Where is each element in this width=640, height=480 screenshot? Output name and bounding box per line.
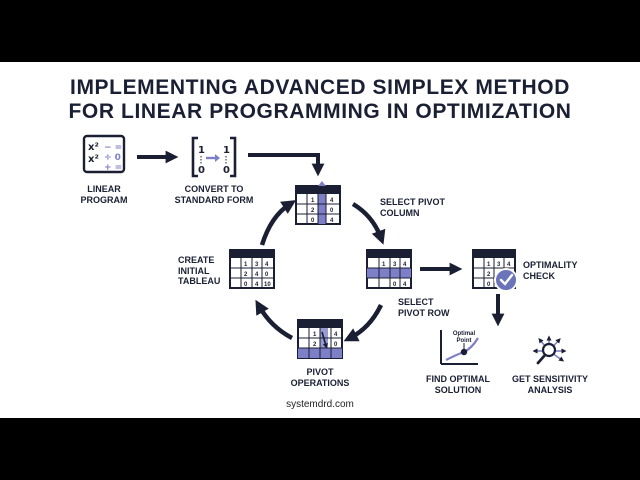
pr-cell: 4 xyxy=(403,282,407,288)
init-cell: 2 xyxy=(244,272,248,278)
sensitivity-icon xyxy=(532,335,567,365)
pr-cell: 0 xyxy=(393,282,397,288)
opt-cell: 2 xyxy=(487,272,491,278)
tableau-optimality: 1 3 4 2 0 0 xyxy=(472,249,518,292)
lp-term-2: x² xyxy=(88,154,99,165)
arrow-initial-to-column xyxy=(259,200,297,246)
lp-term-1: x² xyxy=(88,142,99,153)
po-cell: 2 xyxy=(313,342,317,348)
lp-op-1: − = xyxy=(104,143,122,153)
opt-cell: 3 xyxy=(497,262,501,268)
optimal-label-2: Point xyxy=(457,338,472,344)
tableau-initial: 1 3 4 2 4 0 0 4 10 xyxy=(229,249,275,289)
pc-cell: 4 xyxy=(330,218,334,224)
init-cell: 0 xyxy=(244,282,248,288)
init-cell: 4 xyxy=(255,272,259,278)
matrix-icon: 1 1 0 0 xyxy=(191,136,237,178)
optimal-point-marker xyxy=(460,348,468,356)
opt-cell: 4 xyxy=(507,262,511,268)
init-cell: 10 xyxy=(264,282,271,288)
lp-op-3: + = xyxy=(104,163,122,173)
optimal-graph-icon: Optimal Point xyxy=(440,330,479,365)
arrow-ops-to-initial xyxy=(255,299,294,340)
init-cell: 3 xyxy=(255,262,259,268)
pc-cell: 4 xyxy=(330,198,334,204)
matrix-entry-4: 0 xyxy=(223,165,230,176)
magnifier-icon xyxy=(541,342,557,358)
po-cell: 1 xyxy=(313,332,317,338)
pc-cell: 1 xyxy=(311,198,315,204)
pc-cell: 2 xyxy=(311,208,315,214)
diagram-canvas: IMPLEMENTING ADVANCED SIMPLEX METHOD FOR… xyxy=(0,62,640,418)
init-cell: 0 xyxy=(265,272,269,278)
po-cell: 0 xyxy=(334,342,338,348)
init-cell: 4 xyxy=(265,262,269,268)
footer-url: systemdrd.com xyxy=(286,399,354,410)
linear-program-icon: x² x² − = ÷ 0 + = xyxy=(82,134,126,174)
pr-cell: 4 xyxy=(403,262,407,268)
po-cell: 4 xyxy=(334,332,338,338)
flow-artwork: x² x² − = ÷ 0 + = 1 1 0 0 xyxy=(82,134,567,365)
tableau-pivot-row: 1 3 4 0 4 xyxy=(366,249,412,289)
title-line-2: FOR LINEAR PROGRAMMING IN OPTIMIZATION xyxy=(68,100,572,123)
matrix-entry-2: 1 xyxy=(223,145,230,156)
arrow-column-to-row xyxy=(351,202,386,245)
opt-cell: 1 xyxy=(487,262,491,268)
opt-cell: 0 xyxy=(487,282,491,288)
pc-cell: 0 xyxy=(330,208,334,214)
tableau-pivot-operations: 1 4 2 0 xyxy=(297,319,343,359)
lp-op-2: ÷ 0 xyxy=(104,153,121,163)
pc-cell: 0 xyxy=(311,218,315,224)
tableau-pivot-column: 1 4 2 0 0 4 xyxy=(295,181,341,225)
optimal-label-1: Optimal xyxy=(453,331,476,337)
init-cell: 4 xyxy=(255,282,259,288)
pr-cell: 1 xyxy=(382,262,386,268)
matrix-entry-1: 1 xyxy=(198,145,205,156)
pr-cell: 3 xyxy=(393,262,397,268)
arrow-row-to-ops xyxy=(343,304,384,342)
matrix-entry-3: 0 xyxy=(198,165,205,176)
title-line-1: IMPLEMENTING ADVANCED SIMPLEX METHOD xyxy=(70,76,570,99)
init-cell: 1 xyxy=(244,262,248,268)
check-badge-icon xyxy=(494,268,518,292)
arrow-convert-to-cycle xyxy=(248,153,325,177)
